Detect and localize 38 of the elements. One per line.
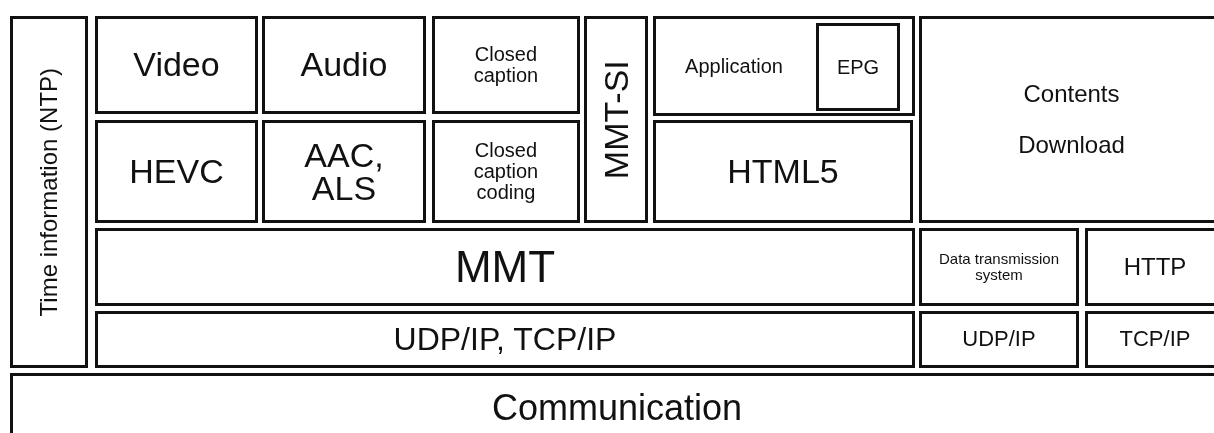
- layer-label: Contents Download: [1017, 79, 1126, 160]
- layer-box: [95, 311, 915, 368]
- layer-label: TCP/IP: [1119, 327, 1191, 352]
- layer-label: Communication: [491, 388, 743, 428]
- layer-label: UDP/IP: [962, 327, 1036, 352]
- layer-label: Video: [133, 46, 220, 84]
- layer-box: [919, 228, 1079, 306]
- layer-box: [653, 16, 915, 116]
- layer-label: Closed caption: [472, 44, 540, 86]
- layer-label: HEVC: [129, 152, 224, 191]
- layer-label: HTTP: [1123, 253, 1187, 281]
- layer-box: [432, 16, 580, 114]
- layer-label: MMT-SI: [597, 60, 635, 179]
- layer-label: Application: [685, 55, 783, 77]
- layer-box: [1085, 311, 1214, 368]
- layer-box: [10, 16, 88, 368]
- layer-label: MMT: [454, 242, 556, 292]
- layer-box: [95, 228, 915, 306]
- nested-box: [816, 23, 900, 111]
- layer-label: UDP/IP, TCP/IP: [393, 321, 617, 358]
- layer-label: Audio: [300, 46, 388, 84]
- layer-box: [10, 373, 1214, 433]
- layer-box: [95, 16, 258, 114]
- layer-box: [262, 16, 426, 114]
- layer-box: [262, 120, 426, 223]
- layer-label: AAC, ALS: [303, 139, 385, 204]
- layer-box: [432, 120, 580, 223]
- layer-label: Closed caption coding: [472, 140, 540, 203]
- layer-box: [95, 120, 258, 223]
- layer-box: [919, 311, 1079, 368]
- layer-box: [584, 16, 648, 223]
- layer-label: Time information (NTP): [35, 67, 63, 317]
- layer-box: [653, 120, 913, 223]
- layer-label: EPG: [836, 56, 880, 78]
- layer-box: [1085, 228, 1214, 306]
- layer-box: [919, 16, 1214, 223]
- layer-label: Data transmission system: [937, 251, 1060, 283]
- layer-label: HTML5: [727, 152, 839, 191]
